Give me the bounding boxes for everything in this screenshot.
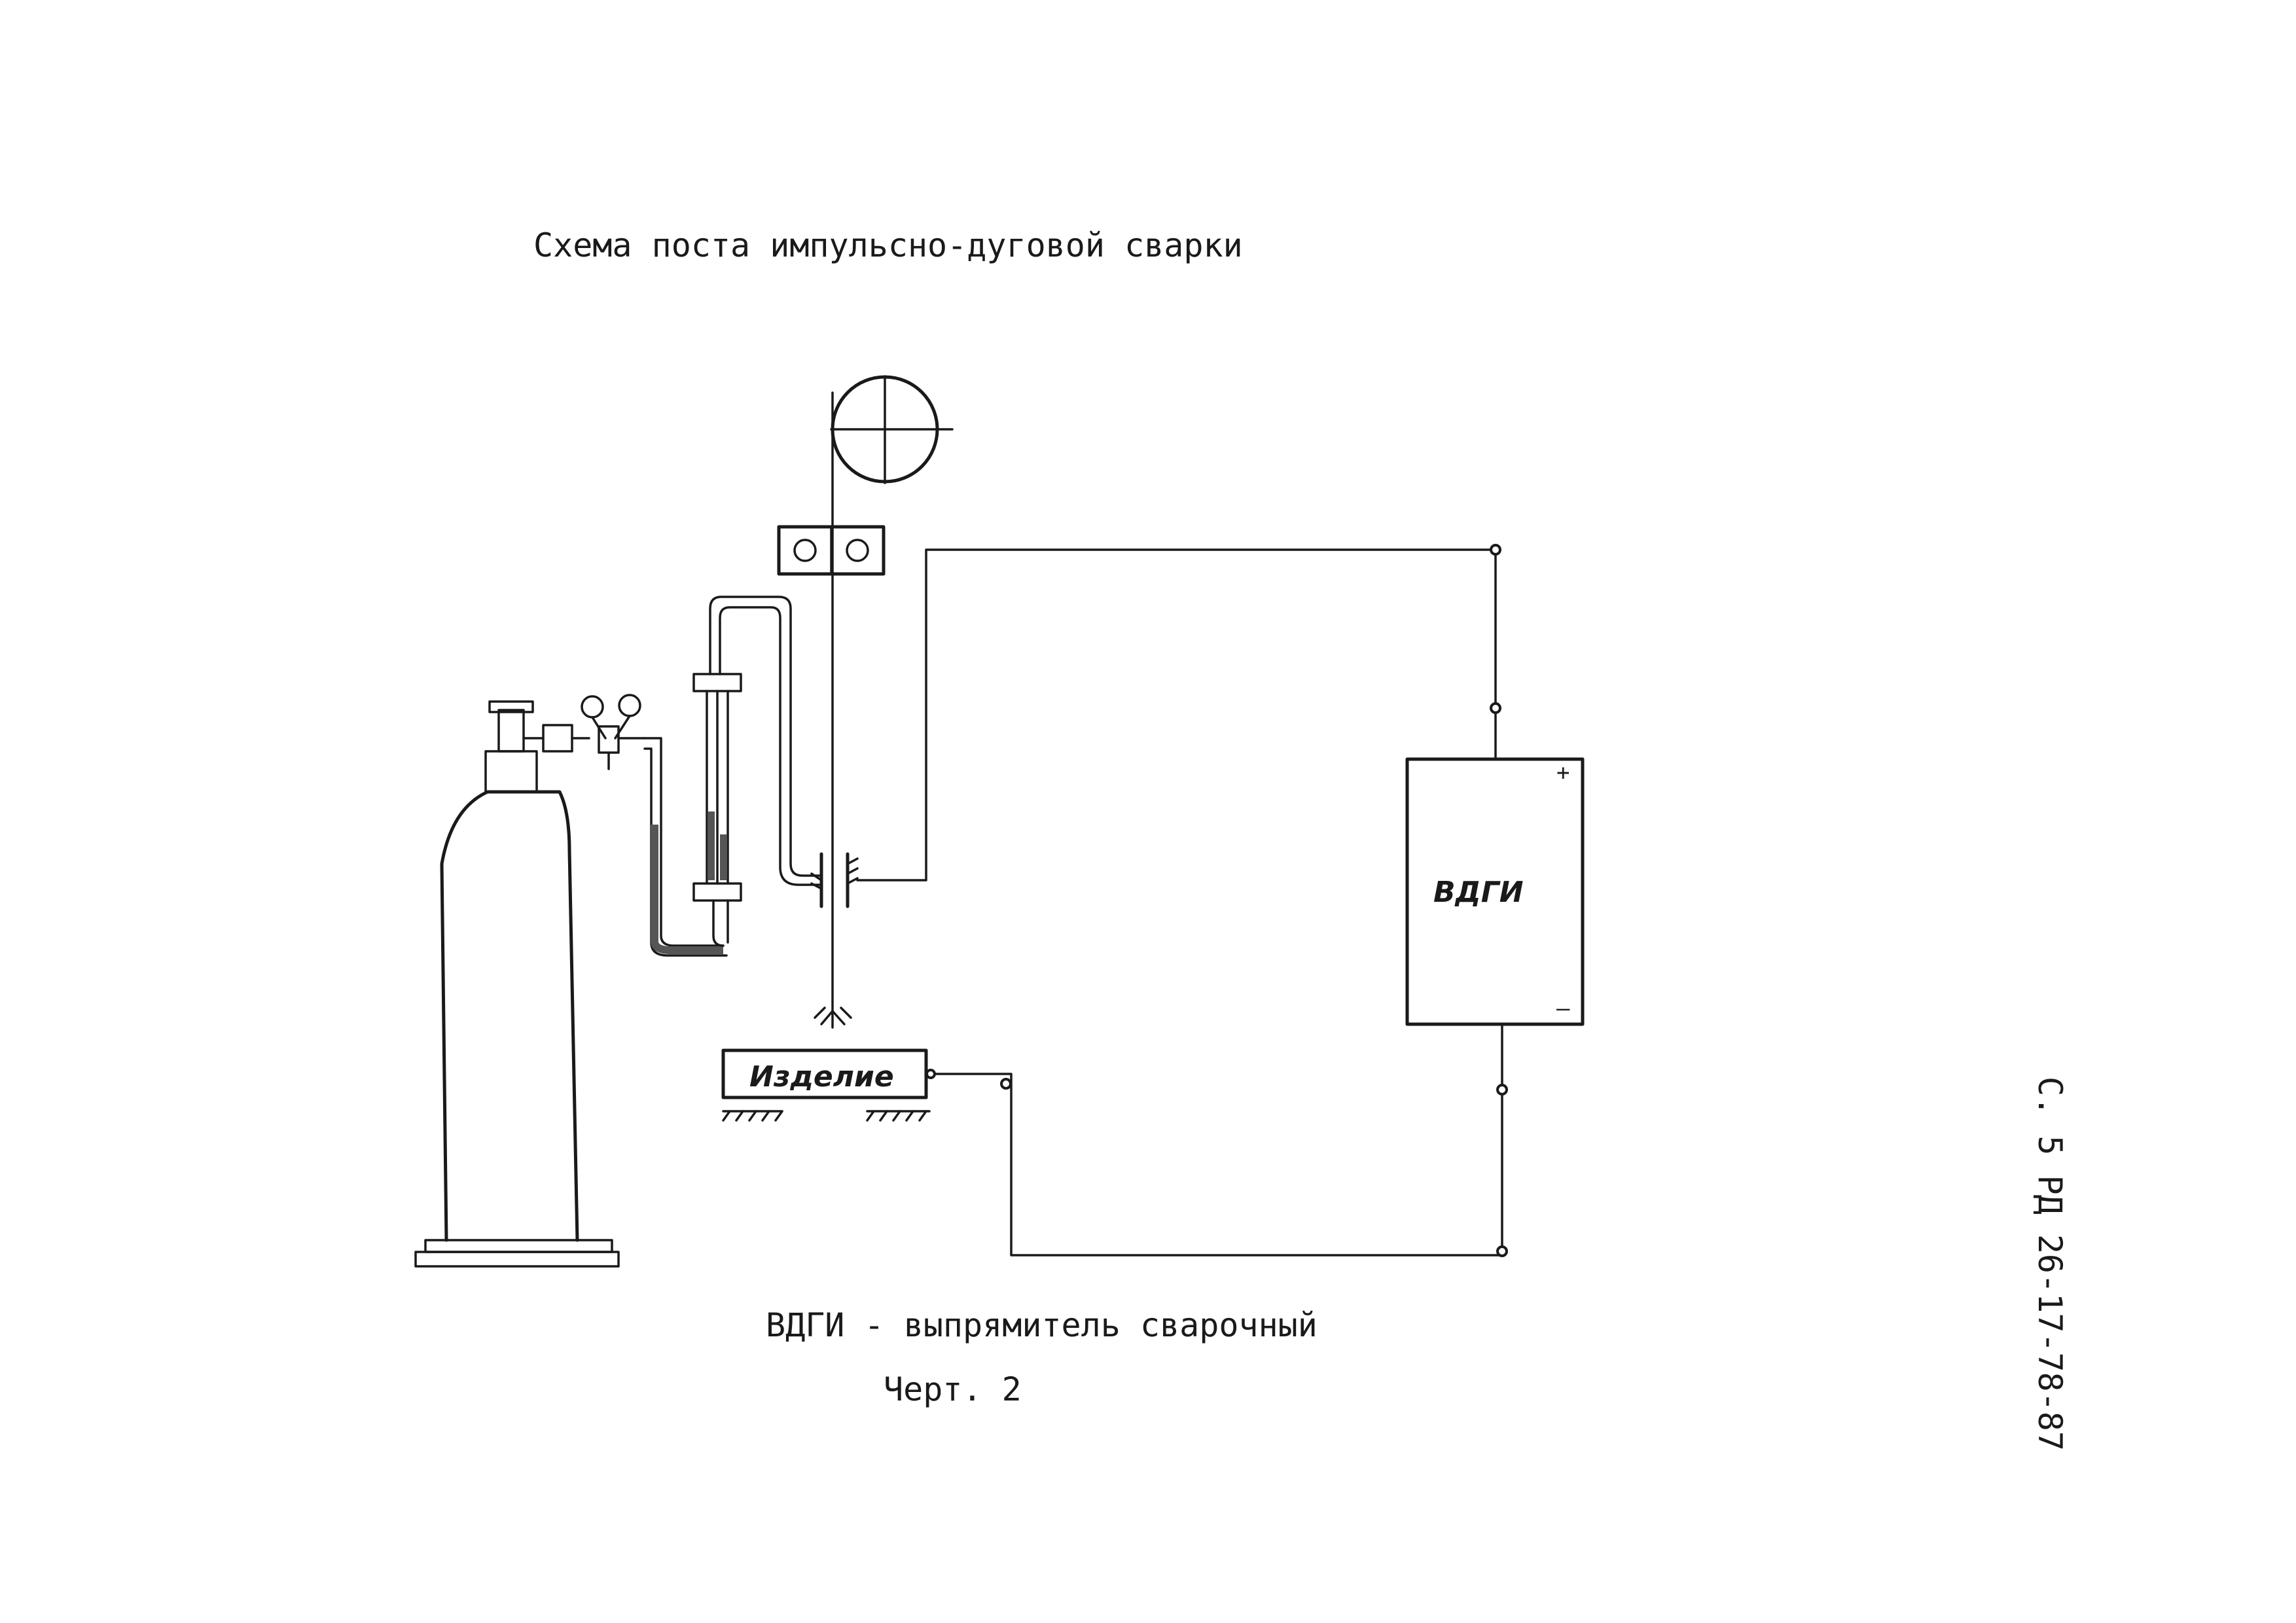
workpiece-label: Изделие (749, 1060, 894, 1094)
pressure-gauge-icon (618, 694, 641, 717)
positive-cable (856, 544, 1501, 882)
workpiece: Изделие (721, 1048, 937, 1099)
negative-cable (935, 1023, 1508, 1257)
gas-hose (643, 737, 728, 957)
legend-caption: ВДГИ - выпрямитель сварочный (766, 1306, 1318, 1344)
rectifier-minus-terminal: – (1556, 995, 1570, 1022)
torch-contact (810, 852, 859, 908)
arc-spark-icon (814, 1007, 852, 1029)
gas-cylinder (414, 700, 620, 1268)
figure-label: Черт. 2 (884, 1370, 1022, 1408)
rectifier-label: ВДГИ (1433, 876, 1524, 909)
gas-regulator (522, 694, 646, 770)
diagram-title: Схема поста импульсно-дуговой сварки (533, 226, 1243, 264)
rectifier-plus-terminal: + (1556, 760, 1570, 786)
pressure-gauge-icon (581, 695, 604, 719)
page-reference: С. 5 РД 26-17-78-87 (2031, 1077, 2069, 1451)
welding-rectifier: ВДГИ + – (1405, 757, 1585, 1026)
ground-symbol-icon (722, 1110, 931, 1122)
feed-rollers (777, 525, 886, 576)
gas-flowmeter (692, 596, 823, 947)
wire-spool (830, 375, 954, 484)
